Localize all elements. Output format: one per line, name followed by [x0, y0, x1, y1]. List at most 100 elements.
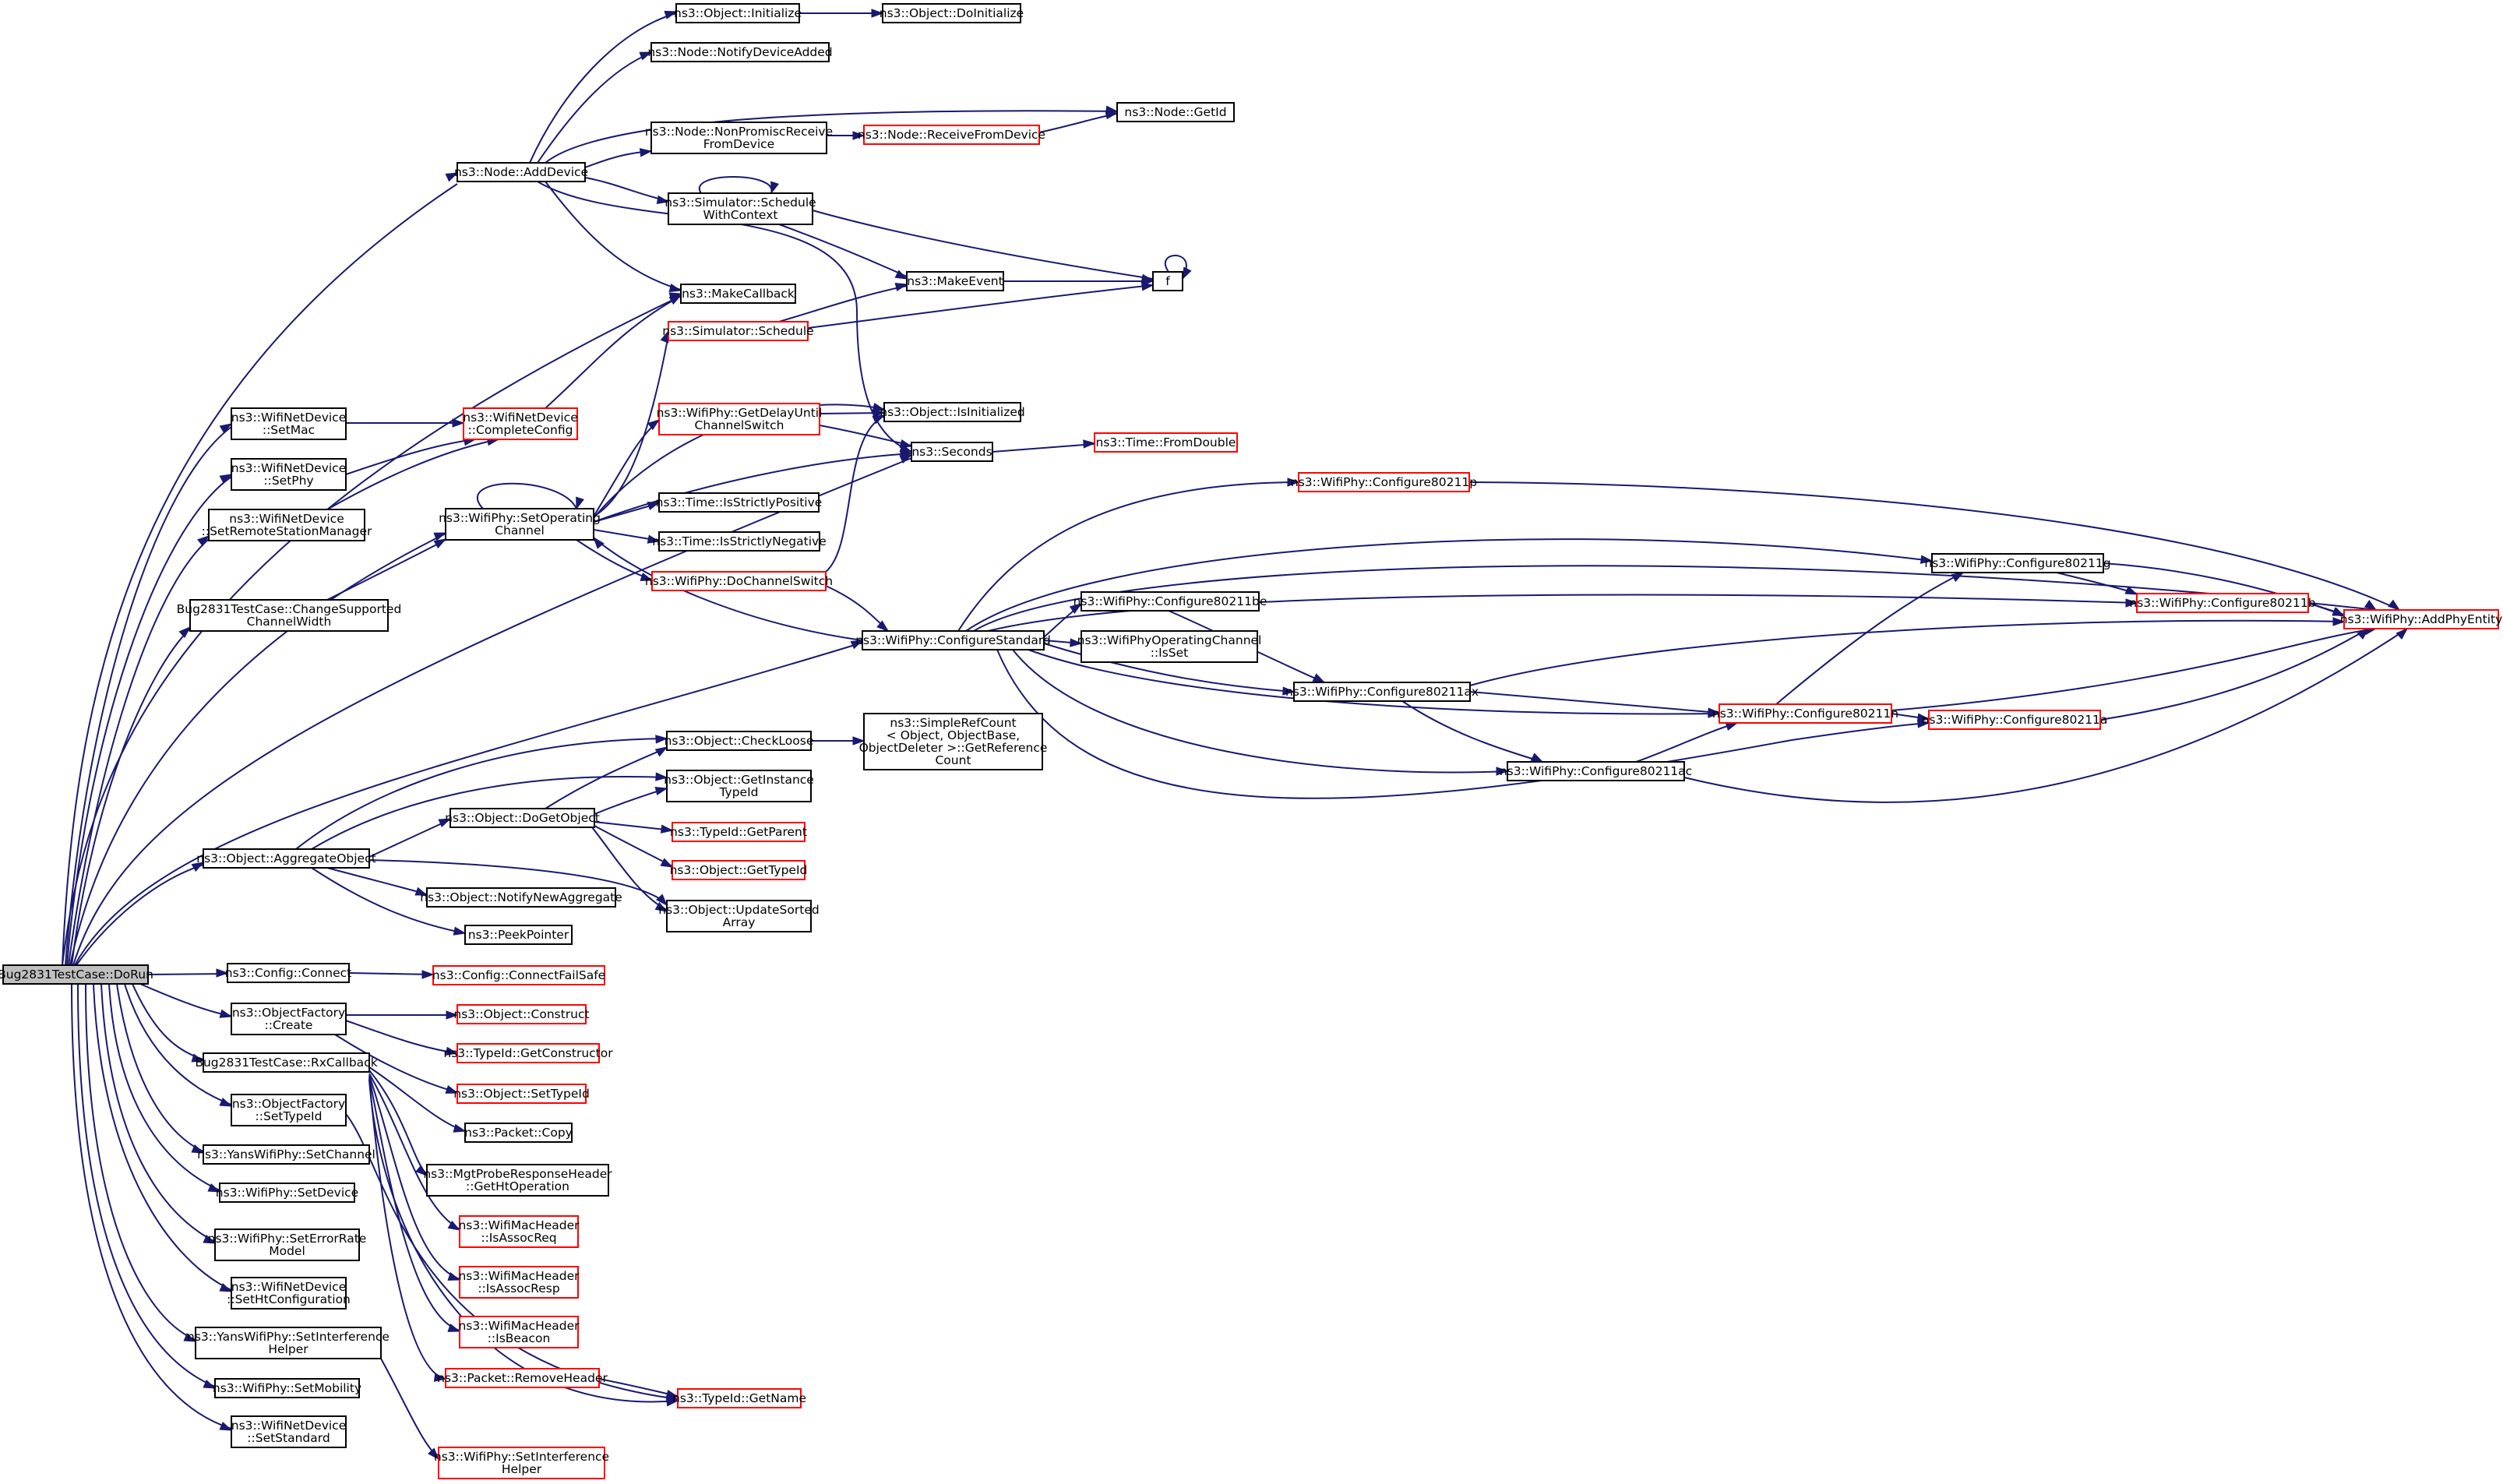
- node-notifydeviceadded[interactable]: ns3::Node::NotifyDeviceAdded: [647, 42, 833, 62]
- edge-line: [116, 983, 204, 1152]
- node-f[interactable]: f: [1152, 271, 1183, 291]
- node-aggregateobject[interactable]: ns3::Object::AggregateObject: [196, 848, 376, 869]
- node-simplerefcount[interactable]: ns3::SimpleRefCount< Object, ObjectBase,…: [859, 713, 1048, 770]
- node-changesupported[interactable]: Bug2831TestCase::ChangeSupportedChannelW…: [177, 599, 402, 632]
- node-checkloose[interactable]: ns3::Object::CheckLoose: [665, 731, 814, 751]
- node-isstrictlynegative[interactable]: ns3::Time::IsStrictlyNegative: [652, 531, 827, 552]
- node-adddevice[interactable]: ns3::Node::AddDevice: [454, 162, 588, 182]
- node-configure80211a[interactable]: ns3::WifiPhy::Configure80211a: [1922, 710, 2108, 730]
- node-configure80211n[interactable]: ns3::WifiPhy::Configure80211n: [1712, 703, 1898, 724]
- node-setmobility[interactable]: ns3::WifiPhy::SetMobility: [213, 1378, 361, 1398]
- node-getid[interactable]: ns3::Node::GetId: [1116, 102, 1235, 122]
- node-completeconfig[interactable]: ns3::WifiNetDevice::CompleteConfig: [463, 407, 578, 440]
- node-makecallback[interactable]: ns3::MakeCallback: [680, 284, 796, 304]
- node-box: [227, 963, 350, 983]
- node-removeheader[interactable]: ns3::Packet::RemoveHeader: [437, 1368, 608, 1388]
- node-initialize[interactable]: ns3::Object::Initialize: [674, 3, 802, 23]
- node-configure80211p[interactable]: ns3::WifiPhy::Configure80211p: [1291, 472, 1477, 492]
- node-box: [882, 3, 1021, 23]
- node-label: ns3::WifiPhy::SetErrorRate: [208, 1232, 367, 1246]
- node-setstandard[interactable]: ns3::WifiNetDevice::SetStandard: [231, 1415, 347, 1448]
- node-box: [231, 407, 347, 440]
- node-packetcopy[interactable]: ns3::Packet::Copy: [464, 1123, 573, 1143]
- call-edge: [68, 535, 210, 966]
- node-doinitialize[interactable]: ns3::Object::DoInitialize: [880, 3, 1024, 23]
- node-fromdouble[interactable]: ns3::Time::FromDouble: [1094, 432, 1238, 453]
- node-connectfailsafe[interactable]: ns3::Config::ConnectFailSafe: [432, 965, 605, 985]
- node-wifiphyopchan[interactable]: ns3::WifiPhyOperatingChannel::IsSet: [1077, 630, 1262, 663]
- node-box: [203, 1052, 370, 1073]
- edge-arrowhead: [647, 419, 661, 431]
- call-edge: [819, 425, 913, 449]
- node-isbeacon[interactable]: ns3::WifiMacHeader::IsBeacon: [458, 1316, 580, 1348]
- node-label: < Object, ObjectBase,: [887, 728, 1020, 742]
- edges-layer: [62, 9, 2409, 1461]
- node-objectfactorysettypeid[interactable]: ns3::ObjectFactory::SetTypeId: [231, 1094, 347, 1126]
- node-construct[interactable]: ns3::Object::Construct: [453, 1004, 590, 1024]
- node-setdevice[interactable]: ns3::WifiPhy::SetDevice: [216, 1183, 358, 1203]
- call-edge: [345, 437, 477, 475]
- node-configconnect[interactable]: ns3::Config::Connect: [225, 963, 351, 983]
- node-configure80211ac[interactable]: ns3::WifiPhy::Configure80211ac: [1500, 761, 1692, 781]
- node-label: ns3::Simulator::Schedule: [662, 324, 813, 338]
- edge-arrowhead: [850, 640, 864, 650]
- node-configurestandard[interactable]: ns3::WifiPhy::ConfigureStandard: [855, 630, 1051, 650]
- node-schedule[interactable]: ns3::Simulator::Schedule: [662, 321, 814, 341]
- node-isassocresp[interactable]: ns3::WifiMacHeader::IsAssocResp: [458, 1266, 580, 1299]
- call-edge: [545, 294, 682, 409]
- node-box: [658, 403, 820, 435]
- node-box: [214, 1378, 360, 1398]
- call-edge: [545, 181, 682, 293]
- call-edge: [593, 529, 661, 544]
- node-seconds[interactable]: ns3::Seconds: [911, 442, 993, 462]
- node-dogetobject[interactable]: ns3::Object::DoGetObject: [445, 808, 600, 828]
- edge-arrowhead: [446, 1010, 459, 1020]
- call-edge: [1469, 617, 2346, 686]
- node-label: ns3::Time::IsStrictlyNegative: [652, 534, 826, 548]
- node-configure80211be[interactable]: ns3::WifiPhy::Configure80211be: [1073, 591, 1267, 612]
- node-addphyentity[interactable]: ns3::WifiPhy::AddPhyEntity: [2340, 609, 2503, 629]
- edge-arrowhead: [655, 894, 668, 907]
- edge-line: [698, 176, 773, 194]
- node-yanssetchannel[interactable]: ns3::YansWifiPhy::SetChannel: [197, 1144, 375, 1165]
- call-edge: [71, 626, 192, 966]
- edge-arrowhead: [191, 1053, 205, 1063]
- node-isassocreq[interactable]: ns3::WifiMacHeader::IsAssocReq: [458, 1215, 580, 1248]
- node-configure80211ax[interactable]: ns3::WifiPhy::Configure80211ax: [1285, 682, 1479, 702]
- node-label: ::SetPhy: [263, 474, 313, 488]
- node-makeevent[interactable]: ns3::MakeEvent: [906, 271, 1004, 291]
- node-mgtprobe[interactable]: ns3::MgtProbeResponseHeader::GetHtOperat…: [423, 1164, 612, 1197]
- node-label: Model: [269, 1244, 305, 1258]
- node-dochannelswitch[interactable]: ns3::WifiPhy::DoChannelSwitch: [645, 571, 833, 591]
- node-objectfactorycreate[interactable]: ns3::ObjectFactory::Create: [231, 1003, 347, 1035]
- node-getparent[interactable]: ns3::TypeId::GetParent: [670, 822, 807, 842]
- call-edge: [334, 1034, 459, 1094]
- node-notifynewaggregate[interactable]: ns3::Object::NotifyNewAggregate: [420, 887, 622, 908]
- node-box: [438, 1447, 605, 1479]
- node-rxcallback[interactable]: Bug2831TestCase::RxCallback: [195, 1052, 378, 1073]
- node-getconstructor[interactable]: ns3::TypeId::GetConstructor: [443, 1043, 613, 1063]
- node-isstrictlypositive[interactable]: ns3::Time::IsStrictlyPositive: [656, 492, 823, 513]
- node-gettypeid[interactable]: ns3::Object::GetTypeId: [670, 860, 808, 880]
- node-isinitialized[interactable]: ns3::Object::IsInitialized: [880, 402, 1025, 422]
- node-receivefromdevice[interactable]: ns3::Node::ReceiveFromDevice: [858, 125, 1045, 145]
- node-box: [459, 1266, 579, 1299]
- node-getname[interactable]: ns3::TypeId::GetName: [672, 1388, 806, 1408]
- node-setremote[interactable]: ns3::WifiNetDevice::SetRemoteStationMana…: [202, 509, 372, 541]
- node-configure80211b[interactable]: ns3::WifiPhy::Configure80211b: [2129, 593, 2316, 613]
- node-setphy[interactable]: ns3::WifiNetDevice::SetPhy: [231, 458, 347, 491]
- node-settypeid[interactable]: ns3::Object::SetTypeId: [453, 1084, 590, 1104]
- node-setmac[interactable]: ns3::WifiNetDevice::SetMac: [231, 407, 347, 440]
- node-peekpointer[interactable]: ns3::PeekPointer: [464, 925, 573, 945]
- node-sethtconfig[interactable]: ns3::WifiNetDevice::SetHtConfiguration: [227, 1277, 351, 1310]
- node-configure80211g[interactable]: ns3::WifiPhy::Configure80211g: [1924, 553, 2111, 573]
